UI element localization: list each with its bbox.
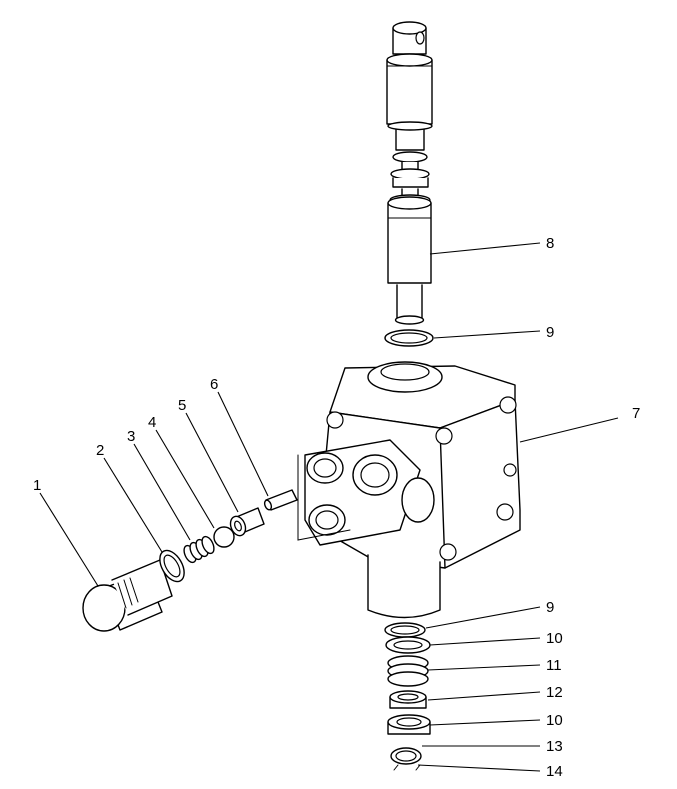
callout-2: 2 (96, 442, 104, 459)
part-10-lower-washer (387, 714, 431, 735)
part-11-spring (387, 655, 429, 687)
callout-14: 14 (546, 763, 563, 780)
part-10-upper-washer (385, 636, 431, 654)
part-3-spring (183, 535, 215, 564)
callout-12: 12 (546, 684, 563, 701)
leader-9a (433, 330, 541, 339)
leader-1 (39, 492, 99, 587)
part-9-upper-o-ring (384, 329, 434, 347)
callout-3: 3 (127, 428, 135, 445)
part-8-spool (386, 21, 433, 325)
leader-8 (429, 242, 541, 255)
leader-12 (427, 691, 541, 701)
callout-5: 5 (178, 397, 186, 414)
leader-3 (133, 443, 191, 541)
part-12-spacer (389, 690, 427, 709)
callout-4: 4 (148, 414, 156, 431)
part-14-snap-ring (393, 764, 421, 771)
callout-1: 1 (33, 477, 41, 494)
callout-7: 7 (632, 405, 640, 422)
callout-9-lower: 9 (546, 599, 554, 616)
leader-10a (429, 637, 541, 646)
leader-lines (39, 242, 619, 772)
callout-10-lower: 10 (546, 712, 563, 729)
part-7-valve-body (297, 361, 521, 619)
callouts: 1 2 3 4 5 6 7 8 9 9 10 11 12 10 13 14 (33, 235, 640, 780)
leader-2 (103, 457, 163, 553)
part-2-o-ring (159, 549, 185, 583)
part-1-plug (82, 559, 173, 632)
part-6-pin (263, 489, 298, 511)
leader-7 (519, 417, 619, 443)
leader-11 (427, 664, 541, 671)
callout-10-upper: 10 (546, 630, 563, 647)
leader-10b (429, 719, 541, 726)
leader-4 (155, 429, 215, 529)
callout-6: 6 (210, 376, 218, 393)
callout-8: 8 (546, 235, 554, 252)
part-13-retaining-ring (390, 747, 422, 765)
leader-9b (425, 606, 541, 629)
part-5-seat (229, 507, 265, 537)
leader-14 (417, 764, 541, 772)
callout-9-upper: 9 (546, 324, 554, 341)
part-4-ball (213, 526, 235, 548)
part-9-lower-o-ring (384, 622, 426, 638)
callout-11: 11 (546, 657, 562, 674)
callout-13: 13 (546, 738, 563, 755)
leader-6 (217, 391, 269, 497)
leader-5 (185, 412, 239, 513)
